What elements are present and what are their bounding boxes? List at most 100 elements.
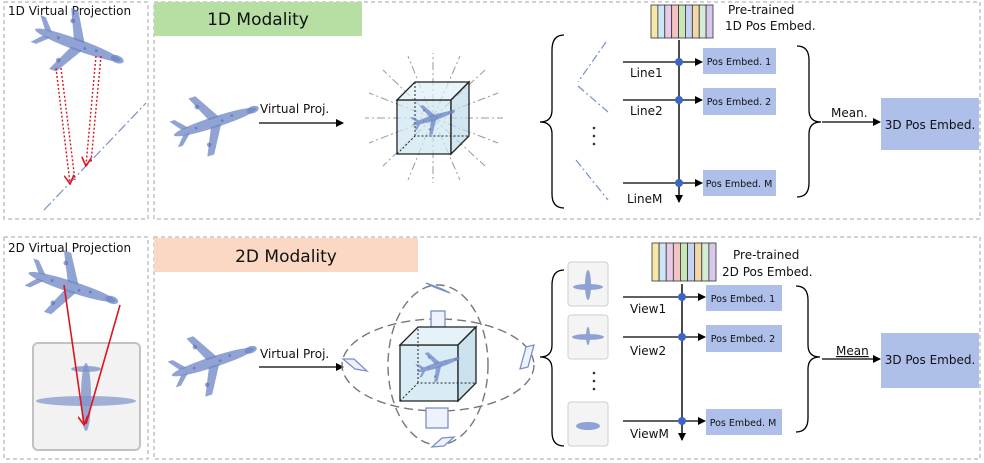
modality-2d-header [154, 238, 418, 272]
pos-embed-box-2 [703, 88, 776, 115]
output-3d-embed-label: 3D Pos Embed. [885, 118, 976, 132]
pos-embed-label-1: Pos Embed. 1 [707, 57, 771, 68]
airplane-pointcloud-icon [18, 242, 129, 333]
pretrained-1d-embed-bar [650, 4, 714, 39]
right-brace-icon [796, 45, 822, 198]
virtual-proj-label-2d: Virtual Proj. [260, 347, 329, 361]
view-label-1: View1 [630, 302, 666, 316]
red-projection-arrow-6 [85, 304, 121, 425]
embed-cell [665, 242, 674, 282]
pretrained-2d-embed-bar [651, 242, 717, 282]
curly-brace-icon [539, 34, 565, 209]
embed-cell [657, 4, 666, 39]
view-label-2: View2 [630, 344, 666, 358]
top-inset-border [3, 1, 149, 220]
embed-cell [698, 4, 707, 39]
line-label-1: Line1 [630, 66, 663, 80]
view-row-m: ViewM Pos Embed. M [623, 409, 782, 441]
modality-2d-label: 2D Modality [235, 247, 337, 267]
airplane-pointcloud-icon [164, 78, 269, 165]
line-label-m: LineM [627, 192, 662, 206]
view-sphere [341, 282, 535, 448]
line-row-2: Line2 Pos Embed. 2 [623, 88, 776, 118]
output-3d-embed-box-2d [881, 333, 979, 388]
virtual-proj-label: Virtual Proj. [260, 102, 329, 116]
embed-cell [658, 242, 667, 282]
red-projection-arrow-5 [63, 284, 84, 424]
pretrained-1d-label-line1: Pre-trained [728, 3, 794, 17]
mean-label-2d: Mean [836, 344, 869, 358]
red-projection-arrow-1 [55, 67, 70, 183]
right-brace-icon-2d [795, 285, 821, 433]
embed-cell [680, 242, 688, 282]
view-thumbnail-2 [567, 314, 609, 360]
cube-icon [398, 325, 478, 403]
embed-cell [701, 242, 710, 282]
pretrained-2d-label-line2: 2D Pos Embed. [722, 265, 813, 279]
pos-embed-label-2: Pos Embed. 2 [707, 97, 771, 108]
top-main-border [153, 1, 981, 220]
embed-cell [672, 242, 681, 282]
embed-cell [694, 242, 703, 282]
pos-embed-label-m: Pos Embed. M [706, 179, 773, 190]
pretrained-2d-label-line1: Pre-trained [733, 248, 799, 262]
view-plane [341, 358, 370, 372]
mean-label: Mean. [831, 106, 868, 120]
ellipsis-icon [592, 371, 596, 391]
output-3d-embed-label-2d: 3D Pos Embed. [885, 353, 976, 367]
pos-embed-2d-label-m: Pos Embed. M [710, 418, 777, 429]
view-plane [519, 344, 535, 370]
output-3d-embed-box [881, 98, 979, 150]
embed-cell [678, 4, 686, 39]
line-row-m: LineM Pos Embed. M [623, 170, 776, 206]
embed-cell [651, 242, 660, 282]
pos-embed-box-2d-1 [706, 285, 782, 311]
red-projection-arrow-2 [60, 67, 76, 181]
view-row-2: View2 Pos Embed. 2 [623, 325, 782, 358]
bottom-row-2d: 2D Virtual Projection 2D Modality Virtua… [3, 236, 981, 460]
embed-cell [664, 4, 673, 39]
embed-cell [650, 4, 659, 39]
red-projection-arrow-4 [90, 55, 102, 163]
pos-embed-box-2d-2 [706, 325, 782, 352]
cube-icon [365, 53, 503, 183]
view-plane [430, 436, 456, 448]
view-row-1: View1 Pos Embed. 1 [623, 285, 782, 316]
view-plane [425, 282, 451, 294]
embed-cell [708, 242, 717, 282]
modality-1d-header [154, 2, 362, 36]
pos-embed-2d-label-2: Pos Embed. 2 [711, 334, 775, 345]
curly-brace-icon-2d [539, 269, 565, 447]
projection-line-sample-m [575, 159, 609, 201]
projection-line-sample-1 [577, 41, 607, 83]
embed-cell [691, 4, 700, 39]
embed-cell [687, 242, 696, 282]
view-thumbnail-1 [567, 261, 609, 307]
projection-line [43, 102, 147, 211]
view-label-m: ViewM [630, 427, 669, 441]
embed-cell [705, 4, 714, 39]
bottom-inset-border [3, 236, 149, 460]
projection-line-sample-2 [577, 85, 609, 113]
embed-cell [685, 4, 693, 39]
pos-embed-box-m [703, 170, 776, 196]
bottom-main-border [153, 236, 981, 460]
view-thumbnail-m [567, 401, 609, 447]
pos-embed-box-2d-m [706, 409, 782, 435]
pretrained-1d-label-line2: 1D Pos Embed. [725, 19, 816, 33]
view-plane [430, 310, 446, 328]
line-row-1: Line1 Pos Embed. 1 [623, 48, 776, 80]
modality-1d-label: 1D Modality [207, 10, 309, 30]
top-inset-title: 1D Virtual Projection [8, 4, 131, 18]
pos-embed-2d-label-1: Pos Embed. 1 [711, 294, 775, 305]
view-plane [425, 407, 449, 429]
pos-embed-box-1 [703, 48, 776, 74]
top-row-1d: 1D Virtual Projection 1D Modality Virtua… [3, 0, 981, 220]
airplane-pointcloud-icon [162, 318, 267, 405]
embed-cell [671, 4, 679, 39]
red-projection-arrow-3 [86, 55, 97, 165]
ellipsis-icon [592, 126, 596, 146]
line-label-2: Line2 [630, 104, 663, 118]
bottom-inset-title: 2D Virtual Projection [8, 241, 131, 255]
